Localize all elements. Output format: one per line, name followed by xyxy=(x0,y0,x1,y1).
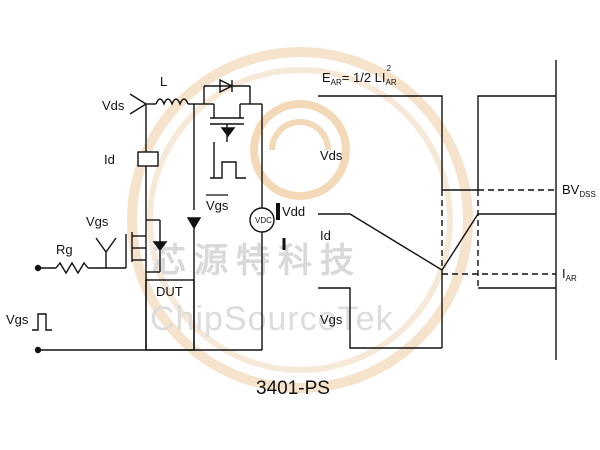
label-vds: Vds xyxy=(102,98,125,113)
label-vgs-bar: Vgs xyxy=(206,198,229,213)
label-vgs-wave: Vgs xyxy=(320,312,343,327)
label-id: Id xyxy=(104,152,115,167)
watermark-chinese: 芯源特科技 xyxy=(152,241,362,281)
watermark-logo-circle xyxy=(250,100,350,200)
iar-main: I xyxy=(562,266,566,281)
label-vdc: VDC xyxy=(255,216,272,225)
label-rg: Rg xyxy=(56,242,73,257)
vds-probe xyxy=(129,93,148,115)
waveform-graph xyxy=(318,60,557,360)
freewheel-diode xyxy=(219,78,234,94)
label-vgs-input: Vgs xyxy=(6,312,29,327)
vgs-trace xyxy=(318,287,442,349)
circuit-labels: Vds L Id Vgs Rg DUT Vgs Vgs Vdd VDC xyxy=(6,74,305,327)
equation: EAR= 1/2 LIAR2 xyxy=(322,64,397,87)
upper-gate-pulse xyxy=(210,161,246,179)
watermark-english: ChipSourceTek xyxy=(150,300,394,338)
id-trace xyxy=(318,213,443,348)
label-vdd: Vdd xyxy=(282,204,305,219)
equation-body: = 1/2 LI xyxy=(342,70,386,85)
vgs-probe xyxy=(95,237,117,254)
label-bvdss: BVDSS xyxy=(562,182,596,199)
watermark-logo-arc xyxy=(269,119,331,151)
caption: 3401-PS xyxy=(256,378,330,399)
waveform-labels: EAR= 1/2 LIAR2 Vds Id Vgs BVDSS IAR xyxy=(320,64,596,327)
equation-prefix-sub: AR xyxy=(331,78,342,87)
watermark: 芯源特科技 ChipSourceTek xyxy=(127,47,473,393)
circuit-schematic xyxy=(32,78,286,354)
inductor-coil xyxy=(155,98,189,106)
equation-prefix: E xyxy=(322,70,331,85)
iar-sub: AR xyxy=(566,274,577,283)
label-iar: IAR xyxy=(562,266,577,283)
bvdss-main: BV xyxy=(562,182,580,197)
equation-sup: 2 xyxy=(387,64,392,73)
upper-mosfet-body-diode xyxy=(220,127,236,138)
watermark-ring-outer xyxy=(127,47,473,393)
label-id-wave: Id xyxy=(320,228,331,243)
clamp-diode xyxy=(186,217,202,230)
label-inductor: L xyxy=(160,74,167,89)
vdc-source xyxy=(249,207,275,233)
vgs-input-pulse xyxy=(32,313,52,331)
label-dut: DUT xyxy=(156,284,183,299)
rg-resistor xyxy=(55,261,89,275)
current-sensor xyxy=(137,151,159,167)
label-vgs-probe: Vgs xyxy=(86,214,109,229)
label-vds-wave: Vds xyxy=(320,148,343,163)
equation-sub: AR xyxy=(386,78,397,87)
vds-trace xyxy=(318,95,556,191)
bvdss-sub: DSS xyxy=(579,190,595,199)
